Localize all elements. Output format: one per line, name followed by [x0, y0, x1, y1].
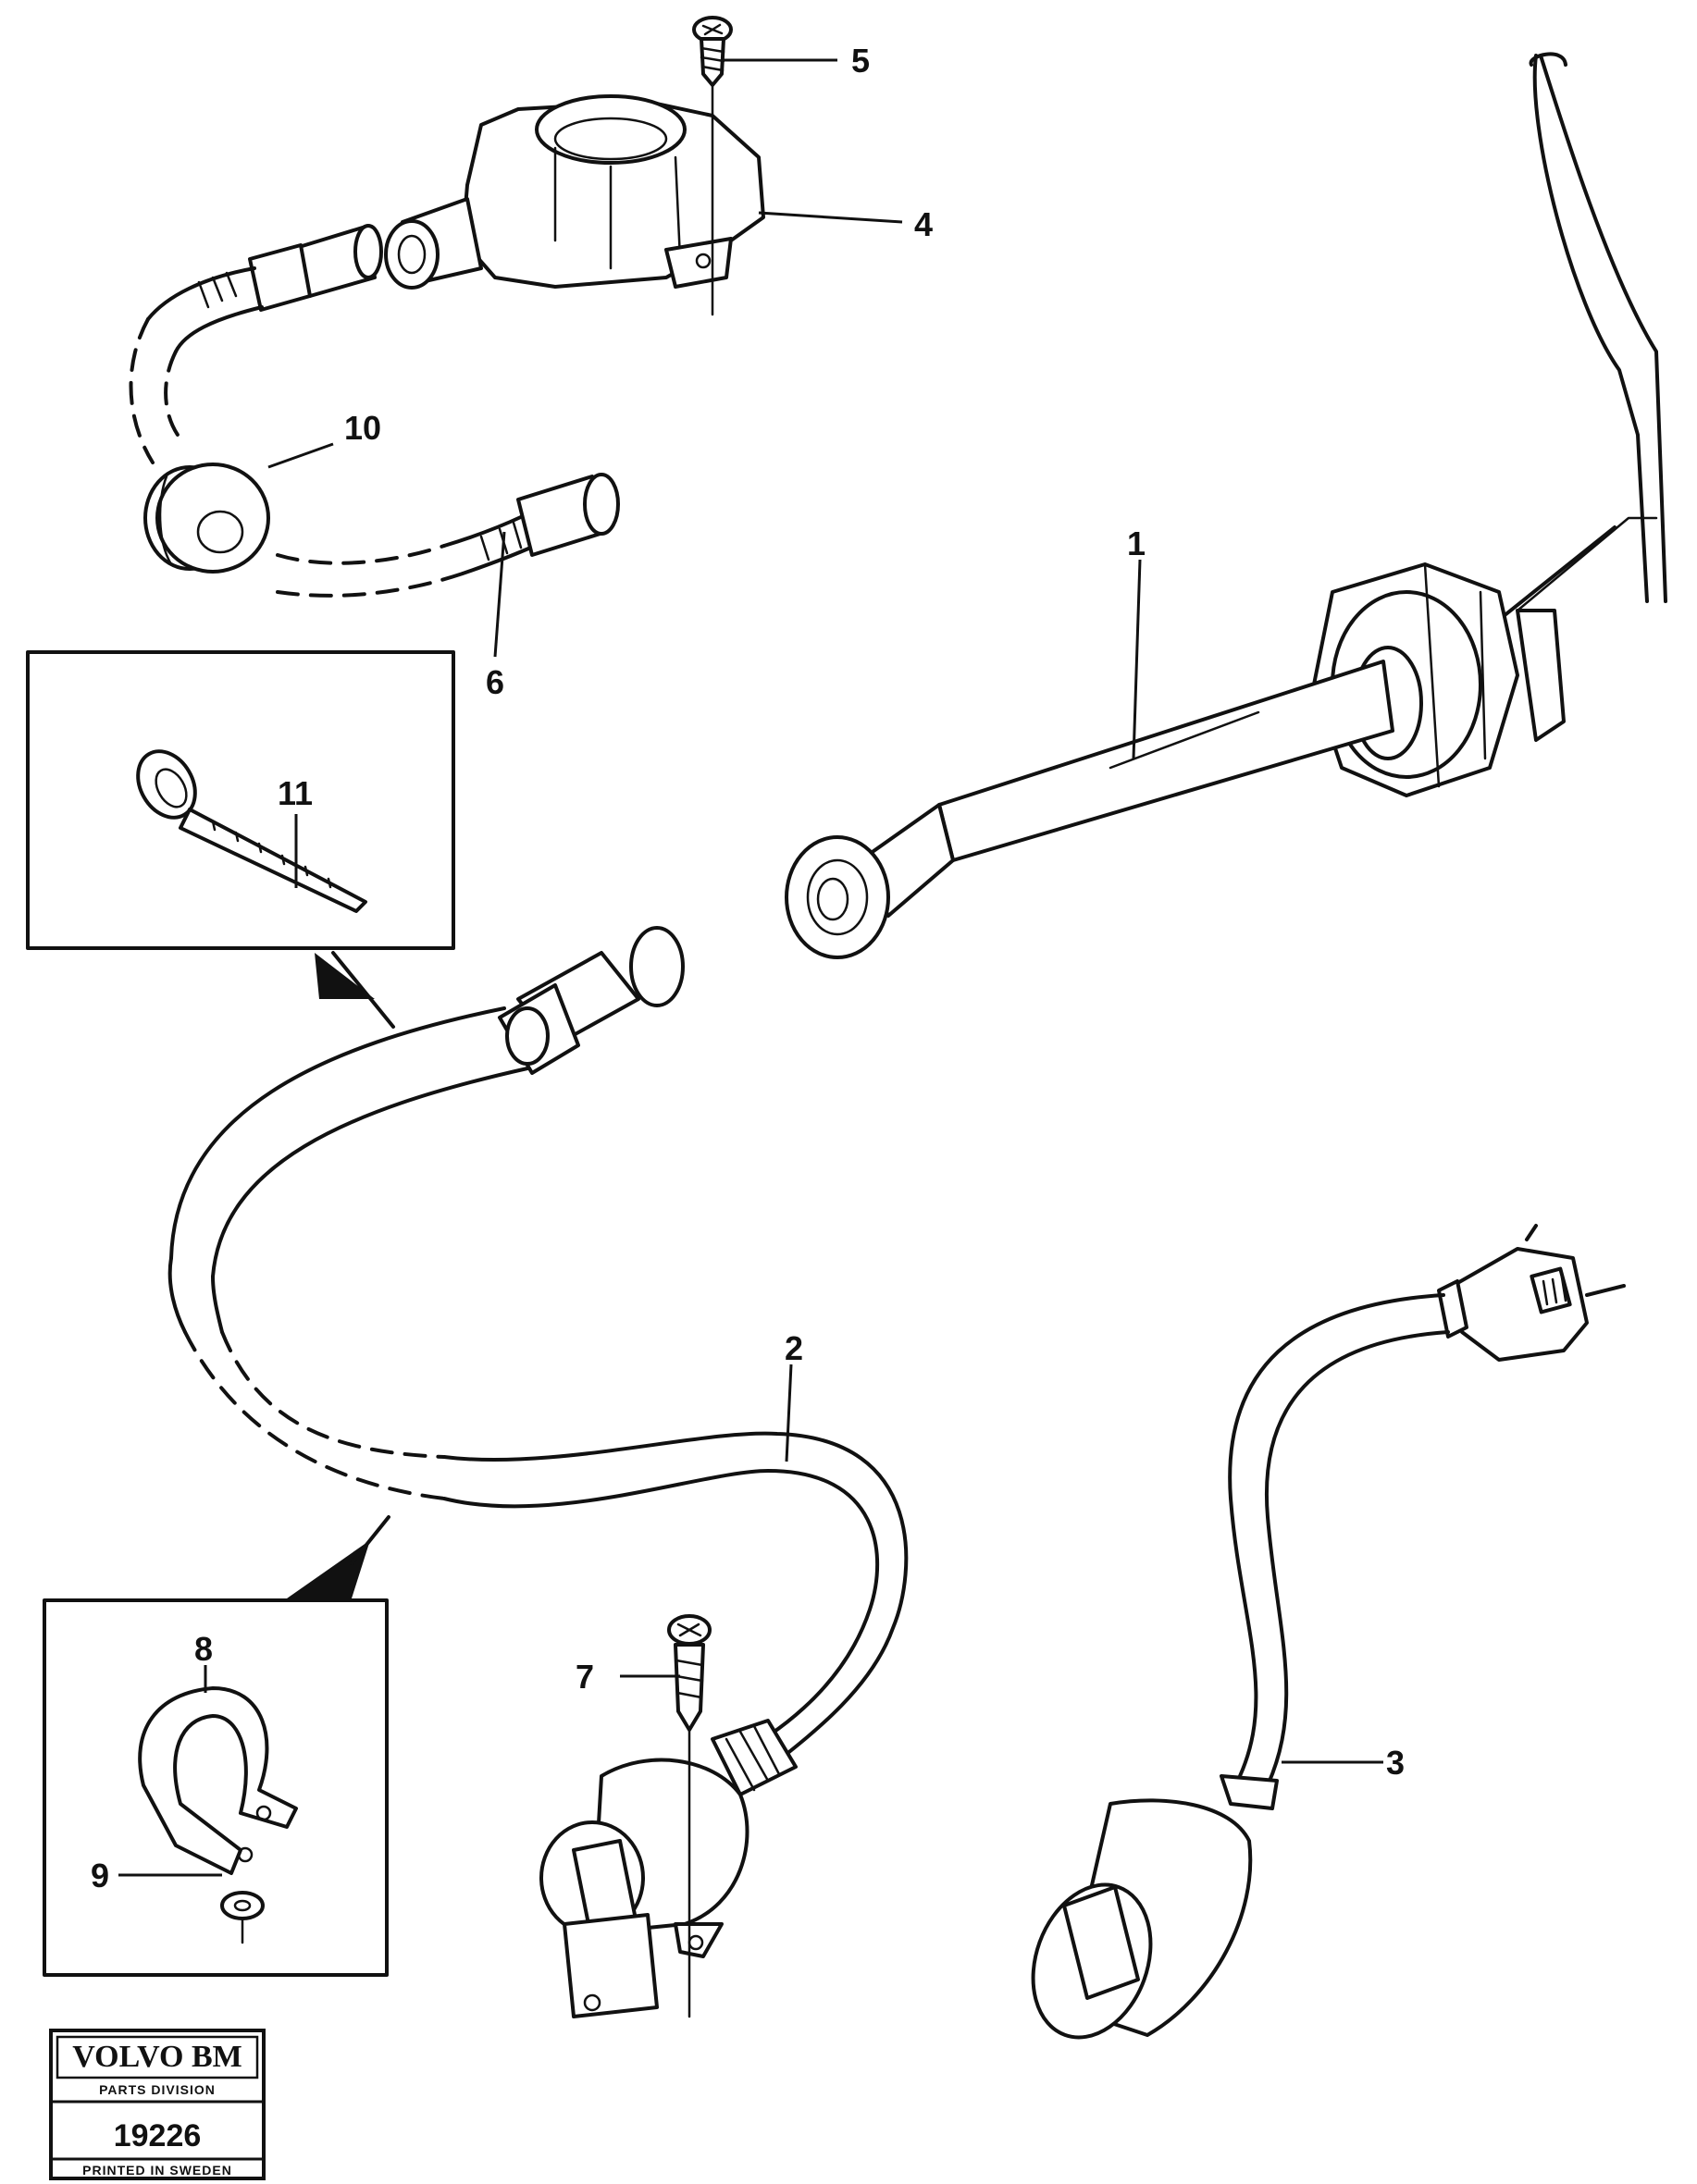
cable-part-6	[129, 224, 620, 598]
clamp-part-8	[138, 1665, 298, 1875]
volvo-bm-stamp: VOLVO BM PARTS DIVISION 19226 PRINTED IN…	[49, 2029, 266, 2180]
socket-housing-part-4	[384, 94, 765, 290]
cable-tie-part-11	[136, 749, 367, 913]
callout-9: 9	[91, 1857, 109, 1894]
stamp-number: 19226	[114, 2118, 202, 2153]
grommet-part-10	[143, 463, 270, 574]
callout-11: 11	[278, 774, 313, 812]
washer-part-9	[220, 1891, 265, 1944]
callout-2: 2	[785, 1329, 803, 1367]
stamp-brand: VOLVO BM	[72, 2040, 242, 2074]
callout-6: 6	[486, 663, 504, 701]
callout-3: 3	[1386, 1744, 1405, 1782]
leader-lines	[118, 58, 903, 1877]
callout-7: 7	[576, 1658, 594, 1696]
screw-part-5	[692, 16, 733, 316]
heater-element-part-1	[785, 52, 1667, 959]
inset-box-part-11	[26, 650, 455, 1029]
stamp-division: PARTS DIVISION	[99, 2082, 216, 2097]
callout-4: 4	[914, 205, 933, 243]
callout-numbers: 1 2 3 4 5 6 7 8 9 10 11	[91, 42, 1405, 1894]
callout-1: 1	[1127, 524, 1146, 562]
screw-part-7	[667, 1614, 712, 2018]
callout-5: 5	[851, 42, 870, 80]
cable-part-2	[167, 926, 909, 2018]
inset-box-part-8-9	[43, 1515, 390, 1977]
plug-cable-part-3	[1031, 1224, 1626, 2040]
stamp-printed: PRINTED IN SWEDEN	[82, 2163, 232, 2178]
callout-10: 10	[344, 409, 381, 447]
callout-8: 8	[194, 1630, 213, 1668]
